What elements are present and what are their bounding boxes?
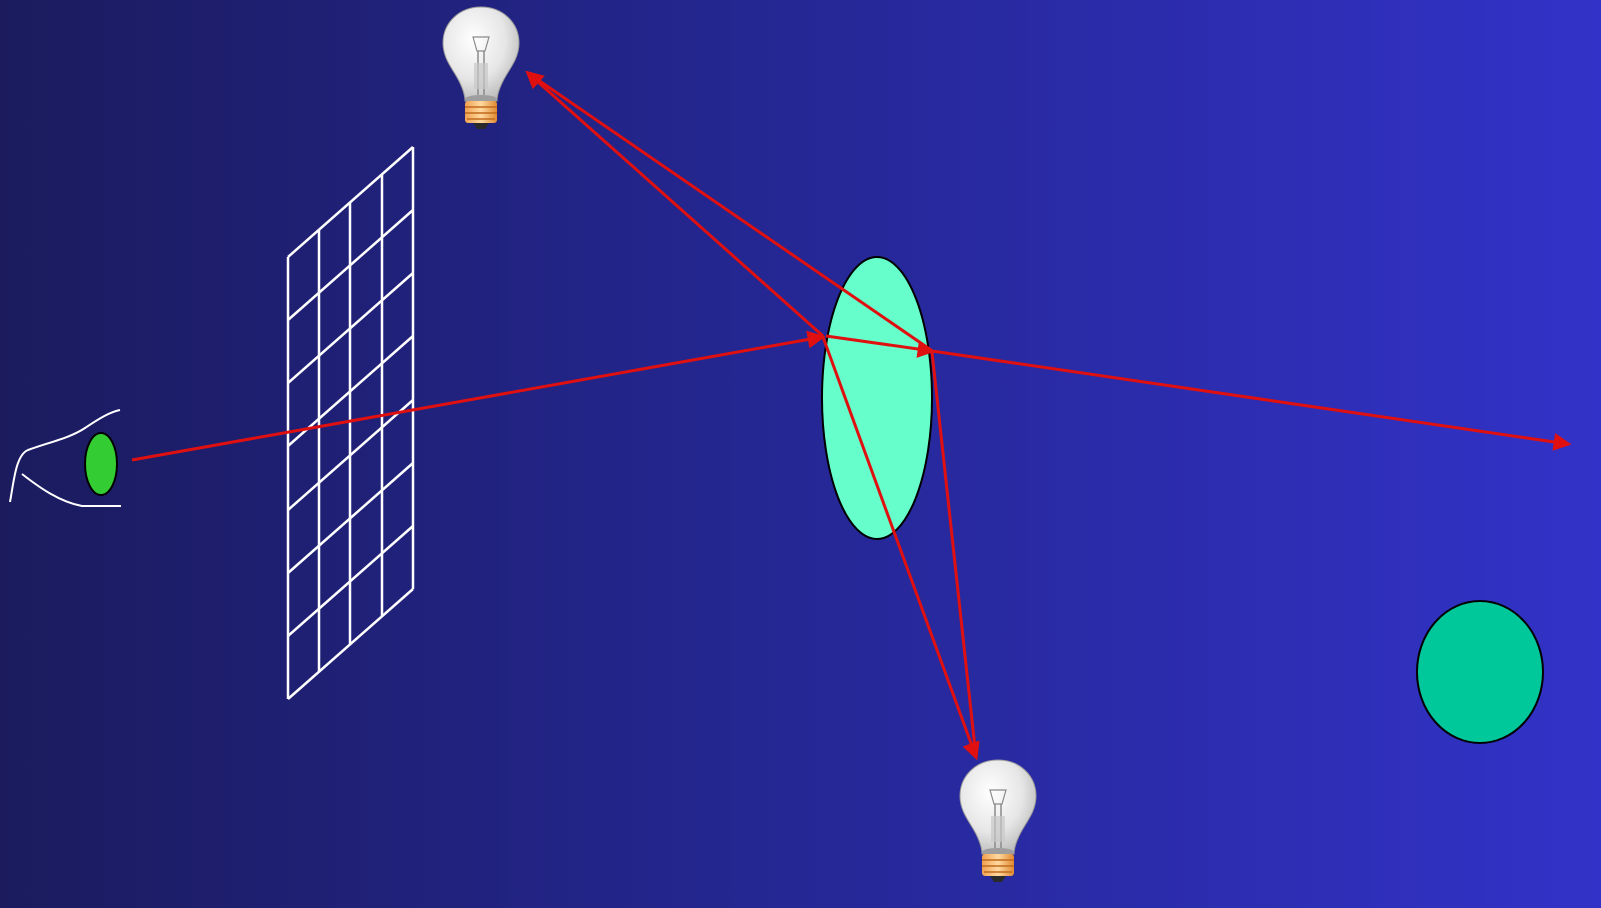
eye-pupil: [85, 433, 117, 495]
rays: [132, 73, 1568, 757]
image-plane-grid: [288, 147, 413, 699]
light-bulb-icon: [960, 760, 1036, 882]
light-bulb-icon: [443, 7, 519, 129]
transparent-ellipsoid: [822, 257, 932, 539]
shadow-ray-to-top-light-from-exit: [528, 73, 931, 350]
eye-icon: [10, 410, 121, 506]
shadow-ray-to-top-light-from-entry: [528, 73, 823, 336]
opaque-sphere: [1417, 601, 1543, 743]
transmitted-ray-exiting-right: [932, 351, 1568, 444]
eye-to-ellipsoid-primary-ray: [132, 337, 822, 460]
